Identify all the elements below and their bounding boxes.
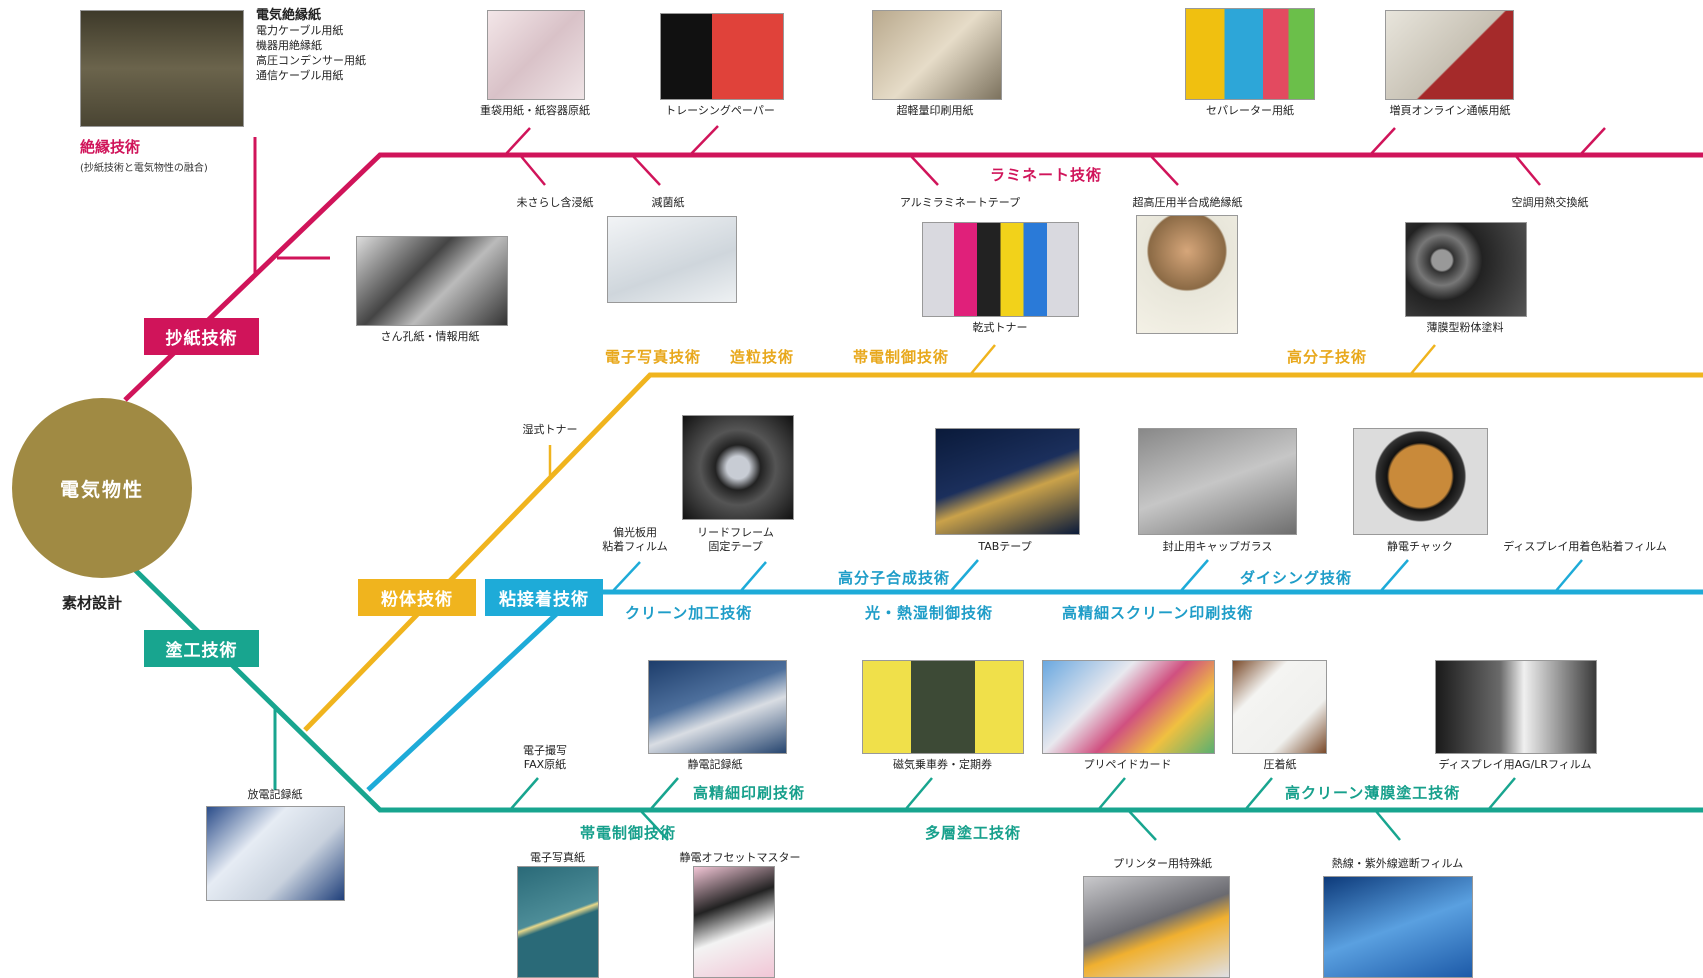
label-heat-uv: 熱線・紫外線遮断フィルム	[1331, 857, 1464, 870]
insulation-photo	[80, 10, 244, 127]
photo-offset-master	[693, 866, 775, 978]
label-tab: TABテープ	[978, 540, 1032, 553]
tech-hd-print: 高精細印刷技術	[693, 784, 806, 802]
photo-thin-powder	[1405, 222, 1527, 317]
label-reduced: 減菌紙	[651, 196, 685, 209]
insulation-item: 通信ケーブル用紙	[256, 69, 344, 82]
tech-clean-thin: 高クリーン薄膜塗工技術	[1285, 784, 1461, 802]
photo-prepaid	[1042, 660, 1215, 754]
label-alu-tape: アルミラミネートテープ	[899, 196, 1021, 209]
insulation-list: 電気絶縁紙 電力ケーブル用紙 機器用絶縁紙 高圧コンデンサー用紙 通信ケーブル用…	[256, 8, 366, 83]
route-red-ticks	[504, 125, 1606, 186]
badge-powder: 粉体技術	[358, 579, 476, 616]
photo-heat-uv	[1323, 876, 1473, 978]
insulation-title: 絶縁技術	[80, 138, 141, 156]
photo-hv-insulation	[1136, 215, 1238, 334]
photo-chuck	[1353, 428, 1488, 535]
label-thin-powder: 薄膜型粉体塗料	[1426, 321, 1504, 334]
route-cyan-ticks	[611, 559, 1583, 593]
tech-clean-process: クリーン加工技術	[625, 604, 753, 622]
label-hv-insulation: 超高圧用半合成絶縁紙	[1132, 196, 1243, 209]
label-chuck: 静電チャック	[1387, 540, 1453, 553]
label-prepaid: プリペイドカード	[1083, 758, 1172, 771]
label-fax: 電子撮写 FAX原紙	[505, 744, 585, 772]
label-wet-toner: 湿式トナー	[522, 423, 578, 436]
tech-multilayer: 多層塗工技術	[925, 824, 1022, 842]
label-fax-line2: FAX原紙	[523, 758, 567, 771]
insulation-item: 機器用絶縁紙	[256, 39, 322, 52]
label-magnetic: 磁気乗車券・定期券	[893, 758, 992, 771]
label-polarizer-line2: 粘着フィルム	[602, 540, 668, 553]
label-online: 増頁オンライン通帳用紙	[1389, 104, 1511, 117]
label-offset-master: 静電オフセットマスター	[679, 851, 801, 864]
photo-cap-glass	[1138, 428, 1297, 535]
label-punched: さん孔紙・情報用紙	[380, 330, 480, 343]
tech-charge-control-green: 帯電制御技術	[580, 824, 677, 842]
photo-electrostatic-rec	[648, 660, 787, 754]
label-leadframe-line1: リードフレーム	[697, 526, 774, 539]
photo-tracing	[660, 13, 784, 100]
photo-dry-toner	[922, 222, 1079, 317]
label-unbleached: 未さらし含浸紙	[516, 196, 594, 209]
label-display-color: ディスプレイ用着色粘着フィルム	[1503, 540, 1667, 553]
label-pressure: 圧着紙	[1263, 758, 1297, 771]
label-electrostatic-rec: 静電記録紙	[687, 758, 743, 771]
photo-ultralight	[872, 10, 1002, 100]
photo-leadframe	[682, 415, 794, 520]
material-design-label: 素材設計	[62, 594, 123, 612]
tech-polymer-synth: 高分子合成技術	[838, 569, 951, 587]
label-separator: セパレーター用紙	[1206, 104, 1294, 117]
label-ephoto-paper: 電子写真紙	[530, 851, 585, 864]
photo-pressure	[1232, 660, 1327, 754]
label-ultralight: 超軽量印刷用紙	[896, 104, 974, 117]
label-heavy-bag: 重袋用紙・紙容器原紙	[480, 104, 590, 117]
hub-circle: 電気物性	[12, 398, 192, 578]
tech-dicing: ダイシング技術	[1240, 569, 1353, 587]
tech-lamination: ラミネート技術	[990, 166, 1103, 184]
photo-reduced	[607, 216, 737, 303]
route-yellow-ticks	[548, 344, 1436, 480]
label-cap-glass: 封止用キャップガラス	[1162, 540, 1273, 553]
badge-coating: 塗工技術	[144, 630, 259, 667]
photo-discharge	[206, 806, 345, 901]
photo-tab	[935, 428, 1080, 535]
badge-adhesive: 粘接着技術	[485, 579, 603, 616]
hub-label: 電気物性	[59, 478, 144, 501]
label-polarizer: 偏光板用 粘着フィルム	[595, 526, 675, 554]
label-fax-line1: 電子撮写	[523, 744, 567, 757]
photo-magnetic	[862, 660, 1024, 754]
photo-punched	[356, 236, 508, 326]
insulation-heading: 電気絶縁紙	[256, 8, 322, 23]
label-discharge: 放電記録紙	[247, 788, 303, 801]
tech-light-heat: 光・熱湿制御技術	[865, 604, 994, 622]
label-leadframe-line2: 固定テープ	[708, 540, 763, 553]
insulation-item: 電力ケーブル用紙	[256, 24, 344, 37]
tech-electrophoto: 電子写真技術	[605, 348, 702, 366]
photo-printer-paper	[1083, 876, 1230, 978]
label-display-ag: ディスプレイ用AG/LRフィルム	[1438, 758, 1592, 771]
tech-granulation: 造粒技術	[730, 348, 795, 366]
tech-charge-control-yellow: 帯電制御技術	[853, 348, 950, 366]
photo-online	[1385, 10, 1514, 100]
photo-display-ag	[1435, 660, 1597, 754]
label-leadframe: リードフレーム 固定テープ	[688, 526, 783, 554]
insulation-subtitle: (抄紙技術と電気物性の融合)	[80, 163, 208, 174]
photo-separator	[1185, 8, 1315, 100]
label-polarizer-line1: 偏光板用	[613, 526, 657, 539]
label-tracing: トレーシングペーパー	[665, 104, 775, 117]
tech-screen-print: 高精細スクリーン印刷技術	[1062, 604, 1254, 622]
route-green-ticks	[509, 777, 1516, 841]
tech-polymer: 高分子技術	[1287, 348, 1368, 366]
label-dry-toner: 乾式トナー	[972, 321, 1028, 334]
label-printer-paper: プリンター用特殊紙	[1113, 857, 1212, 870]
photo-heavy-bag	[487, 10, 585, 100]
badge-papermaking: 抄紙技術	[144, 318, 259, 355]
insulation-item: 高圧コンデンサー用紙	[256, 54, 366, 67]
photo-ephoto-paper	[517, 866, 599, 978]
label-heat-exchange: 空調用熱交換紙	[1511, 196, 1589, 209]
